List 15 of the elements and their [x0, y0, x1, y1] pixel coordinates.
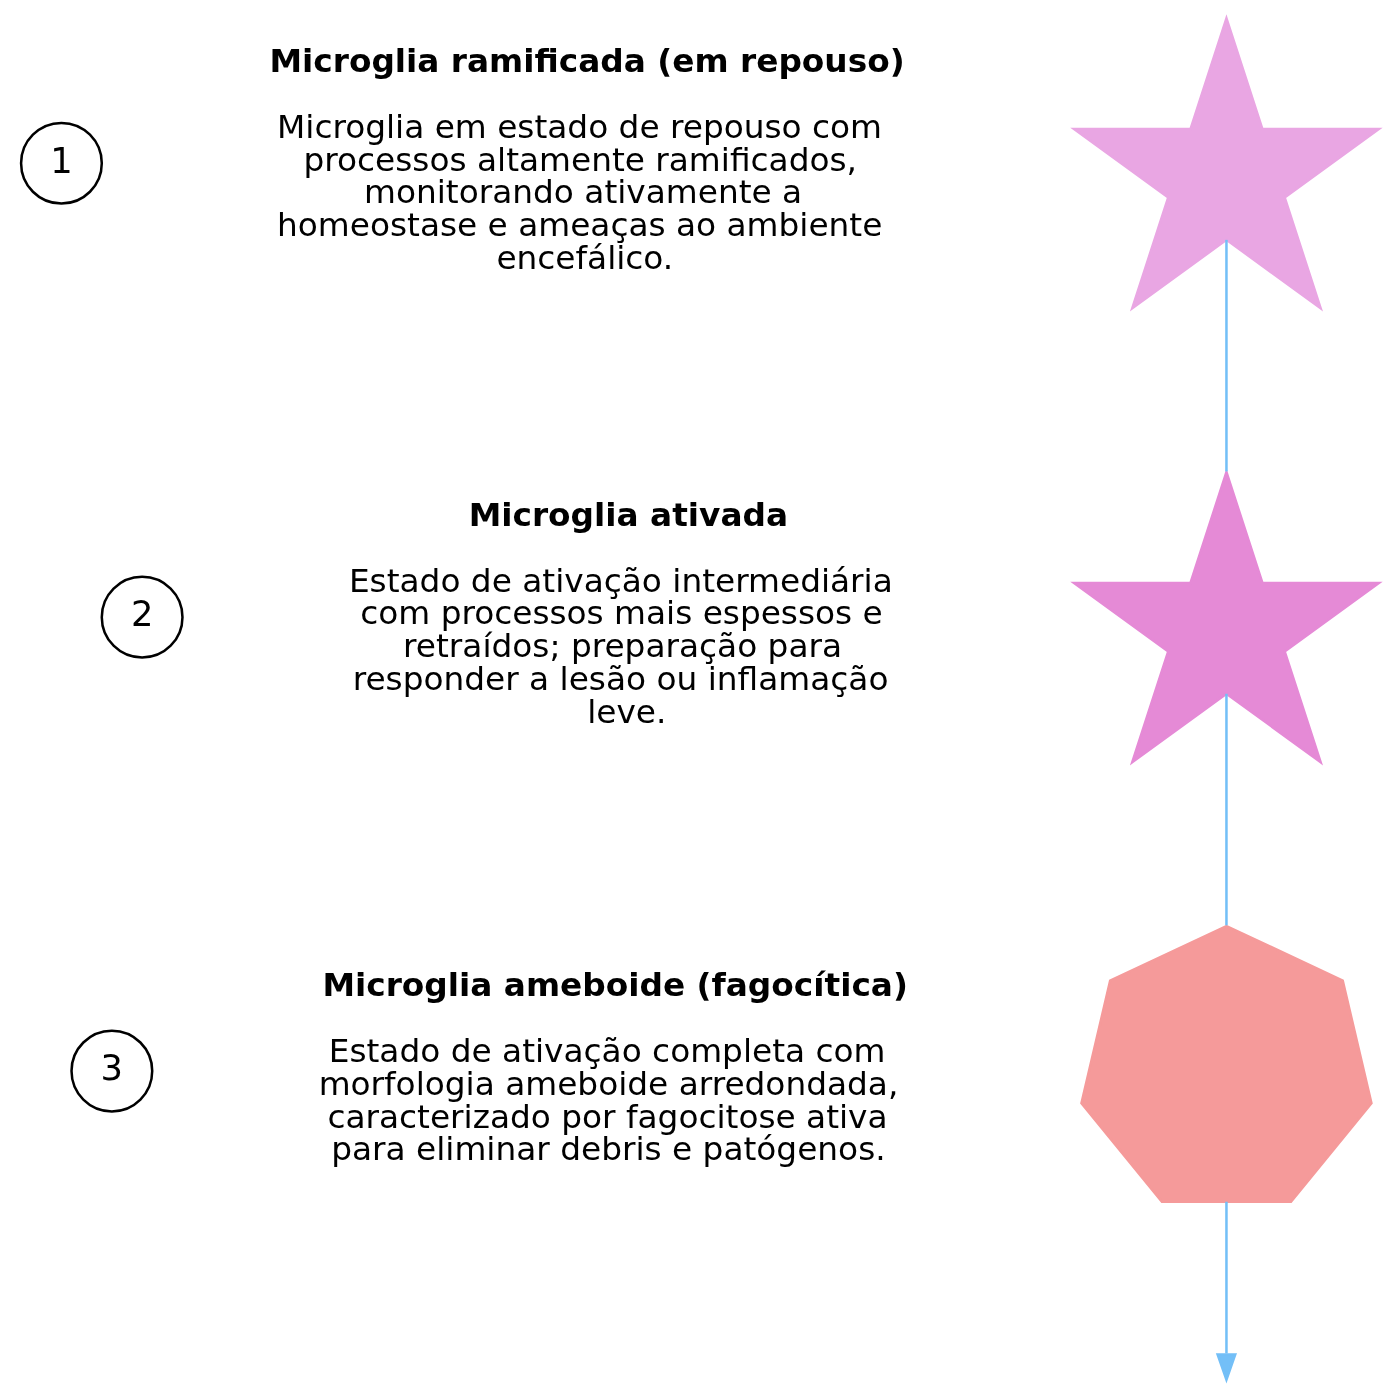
arrow — [1215, 1201, 1238, 1384]
node-label: Microglia ameboide (fagocítica) — [322, 966, 908, 1005]
node-label: Estado de ativação intermediária com processos mais espessos e retraídos; preparação para responder a lesão ou inflamação leve. — [348, 561, 893, 731]
node-picture — [1080, 924, 1373, 1203]
node-label: Microglia ramificada (em repouso) — [269, 42, 905, 81]
node-circle: 2 — [100, 575, 184, 659]
node-label: Estado de ativação completa com morfologia ameboide arredondada, caracterizado por fagocitose ativa para eliminar debris e patógenos. — [318, 1031, 899, 1169]
node-picture — [1070, 14, 1383, 312]
node-label: Microglia ativada — [468, 496, 789, 535]
connector — [1225, 239, 1228, 472]
node-picture — [1070, 468, 1383, 766]
node-circle: 3 — [70, 1029, 154, 1113]
connector — [1225, 693, 1228, 926]
node-circle: 1 — [19, 121, 104, 205]
node-label: Microglia em estado de repouso com processos altamente ramificados, monitorando ativamente a homeostase e ameaças ao ambiente encefálico. — [277, 107, 883, 277]
